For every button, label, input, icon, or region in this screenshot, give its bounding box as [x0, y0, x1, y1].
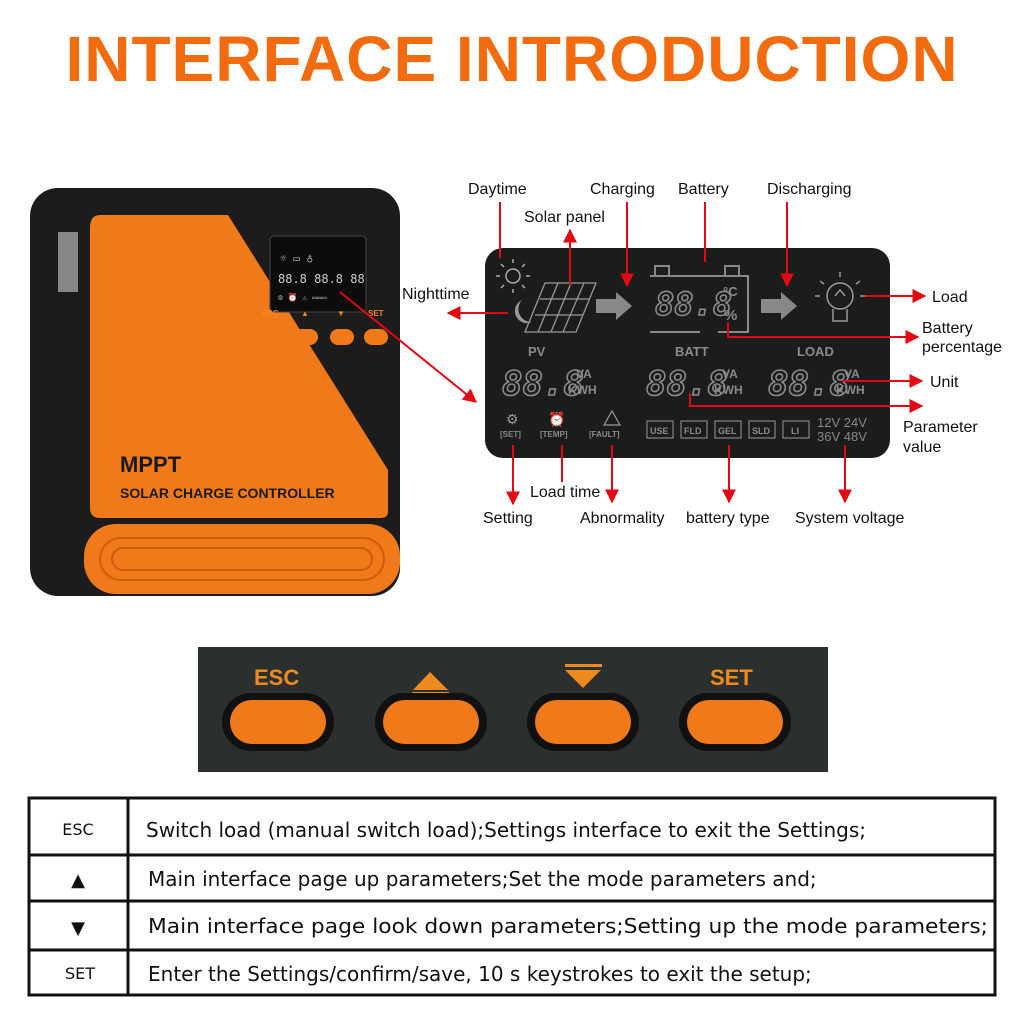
device-set-button[interactable] [364, 329, 388, 345]
set-label: SET [710, 665, 753, 690]
svg-text:⚙ ⏰ ⚠ ▭▭▭: ⚙ ⏰ ⚠ ▭▭▭ [278, 292, 327, 302]
label-unit: Unit [930, 374, 959, 391]
percent-symbol: % [724, 307, 737, 324]
device-down-button[interactable] [330, 329, 354, 345]
set-button[interactable] [679, 693, 791, 751]
battery-icon [650, 265, 749, 333]
device-bumper [84, 524, 400, 594]
warning-icon [602, 409, 622, 426]
device-subtitle: SOLAR CHARGE CONTROLLER [120, 485, 335, 501]
device-up-button[interactable] [294, 329, 318, 345]
down-button[interactable] [527, 693, 639, 751]
callout-labels: Daytime Solar panel Charging Battery Dis… [402, 181, 1002, 527]
controller-device: ☼ ▭ ♁ 88.8 88.8 88 ⚙ ⏰ ⚠ ▭▭▭ ESC ▲ ▼ SET… [30, 188, 400, 596]
voltage-12-24: 12V 24V [817, 415, 867, 430]
alarm-clock-icon: ⏰ [548, 410, 565, 428]
set-indicator: [SET] [500, 430, 521, 439]
table-row: SET Enter the Settings/confirm/save, 10 … [65, 962, 812, 986]
label-battery: Battery [678, 181, 729, 198]
label-system-voltage: System voltage [795, 510, 904, 527]
lcd-diagram: 88.8 °C % PV BATT LOAD 88.8 VA KWH 88.8 … [485, 248, 890, 458]
pv-kwh: KWH [568, 383, 597, 397]
label-solar-panel: Solar panel [524, 209, 605, 226]
label-discharging: Discharging [767, 181, 851, 198]
pv-va: VA [576, 367, 592, 381]
page-title: INTERFACE INTRODUCTION [65, 23, 959, 95]
label-daytime: Daytime [468, 181, 527, 198]
row-key: ▼ [71, 918, 85, 939]
svg-text:☼ ▭ ♁: ☼ ▭ ♁ [280, 252, 313, 265]
label-load-time: Load time [530, 484, 600, 501]
label-parameter-value-2: value [903, 439, 941, 456]
device-up-label: ▲ [301, 309, 309, 318]
solar-panel-icon [524, 282, 597, 333]
load-va: VA [844, 367, 860, 381]
type-fld: FLD [684, 426, 702, 436]
type-gel: GEL [718, 426, 737, 436]
battery-type-icons: USE FLD GEL SLD LI [646, 420, 810, 439]
table-row: ▲ Main interface page up parameters;Set … [71, 867, 817, 891]
up-button[interactable] [375, 693, 487, 751]
charging-arrow-icon [596, 292, 632, 320]
button-panel: ESC SET [198, 647, 828, 772]
device-esc-label: ESC [262, 309, 279, 318]
label-load: Load [932, 289, 968, 306]
down-triangle-icon [565, 670, 601, 688]
device-label-sticker [58, 232, 78, 292]
pv-digits: 88.8 [502, 364, 584, 404]
row-key: ▲ [71, 870, 85, 891]
type-sld: SLD [752, 426, 771, 436]
type-use: USE [650, 426, 669, 436]
label-charging: Charging [590, 181, 655, 198]
discharging-arrow-icon [761, 292, 797, 320]
label-battery-type: battery type [686, 510, 770, 527]
esc-button[interactable] [222, 693, 334, 751]
row-desc: Switch load (manual switch load);Setting… [146, 818, 866, 842]
orange-panel [90, 215, 388, 518]
batt-digits: 88.8 [646, 364, 728, 404]
label-battery-percentage-2: percentage [922, 339, 1002, 356]
row-desc: Main interface page look down parameters… [148, 914, 988, 938]
table-row: ▼ Main interface page look down paramete… [71, 914, 988, 939]
moon-icon [514, 300, 532, 324]
load-label: LOAD [797, 344, 834, 359]
label-parameter-value: Parameter [903, 419, 978, 436]
batt-label: BATT [675, 344, 709, 359]
temp-indicator: [TEMP] [540, 430, 568, 439]
load-kwh: KWH [836, 383, 865, 397]
row-desc: Main interface page up parameters;Set th… [148, 867, 817, 891]
device-set-label: SET [368, 309, 384, 318]
label-setting: Setting [483, 510, 533, 527]
label-battery-percentage: Battery [922, 320, 973, 337]
type-li: LI [791, 426, 799, 436]
batt-va: VA [722, 367, 738, 381]
gear-icon: ⚙ [506, 411, 519, 427]
pv-label: PV [528, 344, 546, 359]
label-nighttime: Nighttime [402, 286, 470, 303]
battery-digits: 88.8 [655, 285, 732, 323]
table-row: ESC Switch load (manual switch load);Set… [62, 818, 866, 842]
device-brand: MPPT [120, 452, 182, 477]
batt-kwh: KWH [714, 383, 743, 397]
callout-arrows [339, 202, 927, 506]
celsius-symbol: °C [723, 284, 738, 299]
sun-icon [496, 259, 530, 293]
fault-indicator: [FAULT] [589, 430, 620, 439]
device-buttons: ESC ▲ ▼ SET [258, 309, 388, 345]
row-desc: Enter the Settings/confirm/save, 10 s ke… [148, 962, 812, 986]
device-down-label: ▼ [337, 309, 345, 318]
voltage-36-48: 36V 48V [817, 429, 867, 444]
bulb-icon [815, 272, 865, 322]
button-function-table: ESC Switch load (manual switch load);Set… [27, 796, 997, 997]
load-digits: 88.8 [768, 364, 850, 404]
up-triangle-icon [413, 672, 448, 690]
svg-text:88.8 88.8 88: 88.8 88.8 88 [278, 272, 365, 286]
device-esc-button[interactable] [258, 329, 282, 345]
row-key: ESC [62, 820, 93, 839]
row-key: SET [65, 964, 95, 983]
label-abnormality: Abnormality [580, 510, 664, 527]
esc-label: ESC [254, 665, 299, 690]
